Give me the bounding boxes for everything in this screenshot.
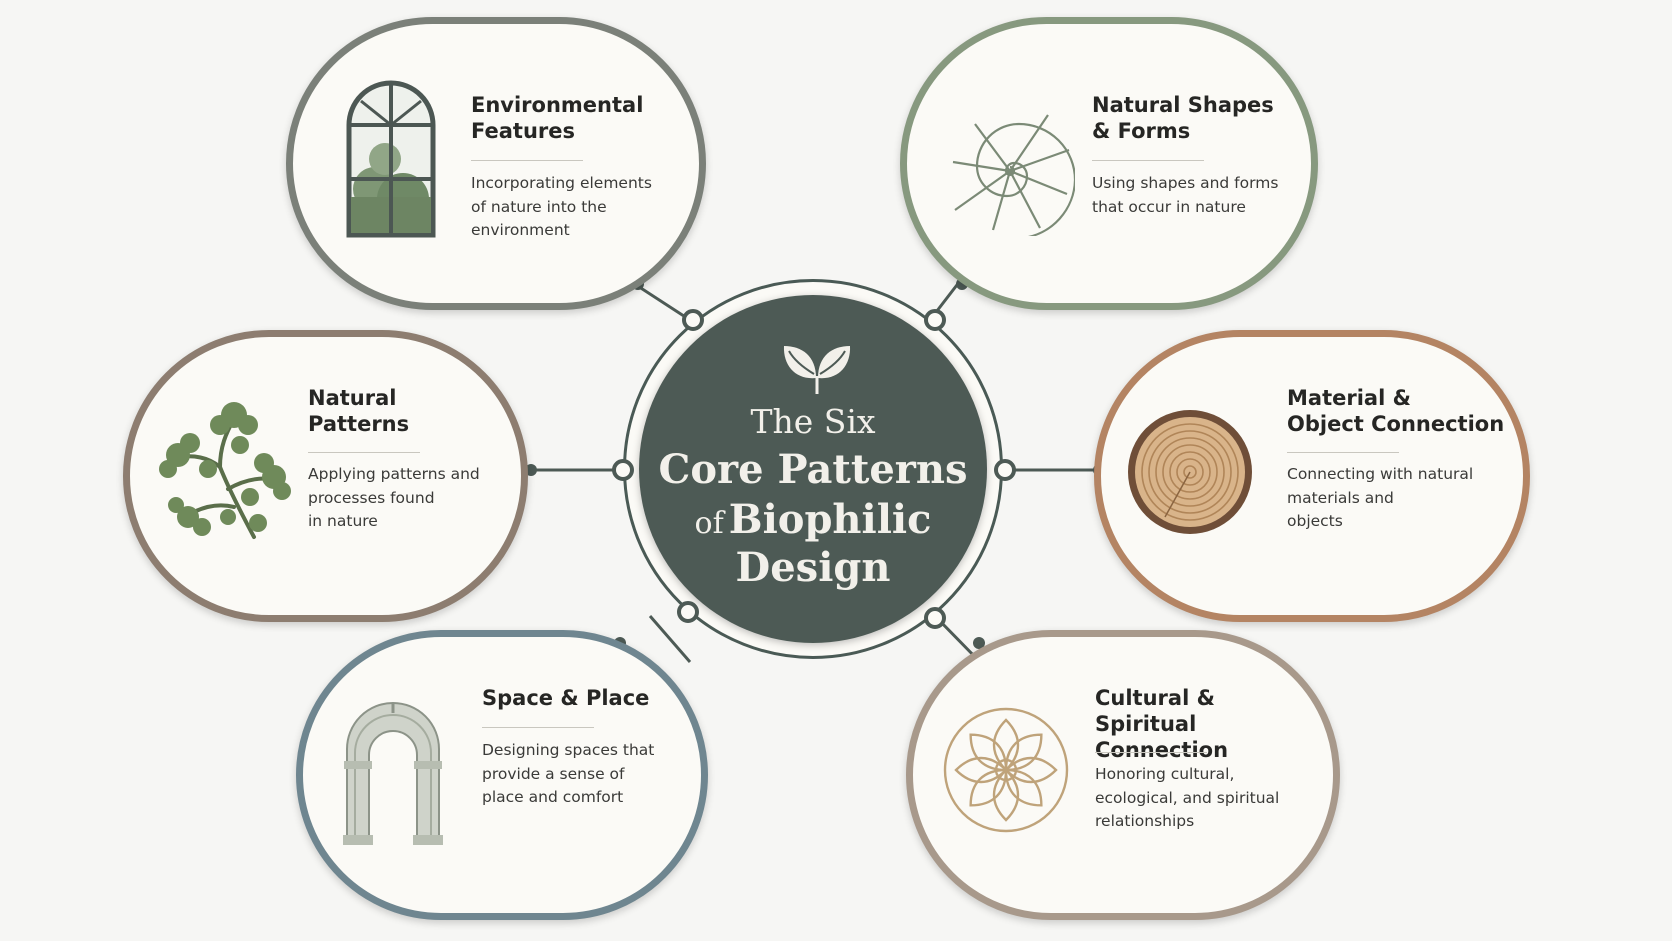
center-hub (639, 295, 987, 643)
divider (471, 160, 583, 161)
connector-node (682, 309, 704, 331)
pattern-description: Applying patterns and processes found in… (308, 465, 480, 530)
divider (1092, 160, 1204, 161)
pattern-description: Incorporating elements of nature into th… (471, 174, 652, 239)
wood-slice-icon (1128, 410, 1252, 534)
leaf-sprout-icon (783, 346, 851, 394)
pattern-card-natural-patterns: Natural Patterns Applying patterns and p… (123, 330, 528, 622)
fractal-tree-icon (159, 402, 291, 539)
pattern-title: Material & Object Connection (1287, 386, 1505, 436)
pattern-card-natural-shapes-forms: Natural Shapes & Forms Using shapes and … (900, 17, 1318, 310)
connector-node (612, 459, 634, 481)
divider (482, 727, 594, 728)
arched-window-icon (346, 80, 436, 238)
center-title-line2: Core Patterns (658, 446, 968, 493)
center-title-of: of (694, 506, 724, 541)
divider (308, 452, 420, 453)
pattern-title: Natural Patterns (308, 386, 410, 436)
pattern-title: Environmental Features (471, 93, 644, 143)
nautilus-shell-icon (952, 114, 1075, 236)
center-title-line1: The Six (750, 402, 876, 441)
center-title-line4: Design (735, 544, 891, 591)
pattern-card-cultural-spiritual-connection: Cultural & Spiritual Connection Honoring… (906, 630, 1340, 920)
pattern-description: Designing spaces that provide a sense of… (482, 741, 655, 806)
pattern-description: Honoring cultural, ecological, and spiri… (1095, 765, 1280, 830)
pattern-card-material-object-connection: Material & Object Connection Connecting … (1094, 330, 1530, 622)
pattern-title: Cultural & Spiritual Connection (1095, 686, 1229, 762)
divider (1287, 452, 1399, 453)
divider (1095, 752, 1207, 753)
connector-node (924, 309, 946, 331)
mandala-icon (943, 707, 1069, 833)
center-title-biophilic: Biophilic (728, 496, 932, 543)
pattern-description: Using shapes and forms that occur in nat… (1092, 174, 1279, 216)
stone-arch-icon (343, 702, 443, 845)
pattern-description: Connecting with natural materials and ob… (1287, 465, 1474, 530)
connector-node (924, 607, 946, 629)
pattern-card-environmental-features: Environmental Features Incorporating ele… (286, 17, 706, 310)
pattern-title: Space & Place (482, 686, 650, 710)
center-title-line3: of Biophilic (639, 496, 987, 552)
connector-node (994, 459, 1016, 481)
pattern-card-space-place: Space & Place Designing spaces that prov… (296, 630, 708, 920)
pattern-title: Natural Shapes & Forms (1092, 93, 1274, 143)
connector-node (677, 601, 699, 623)
